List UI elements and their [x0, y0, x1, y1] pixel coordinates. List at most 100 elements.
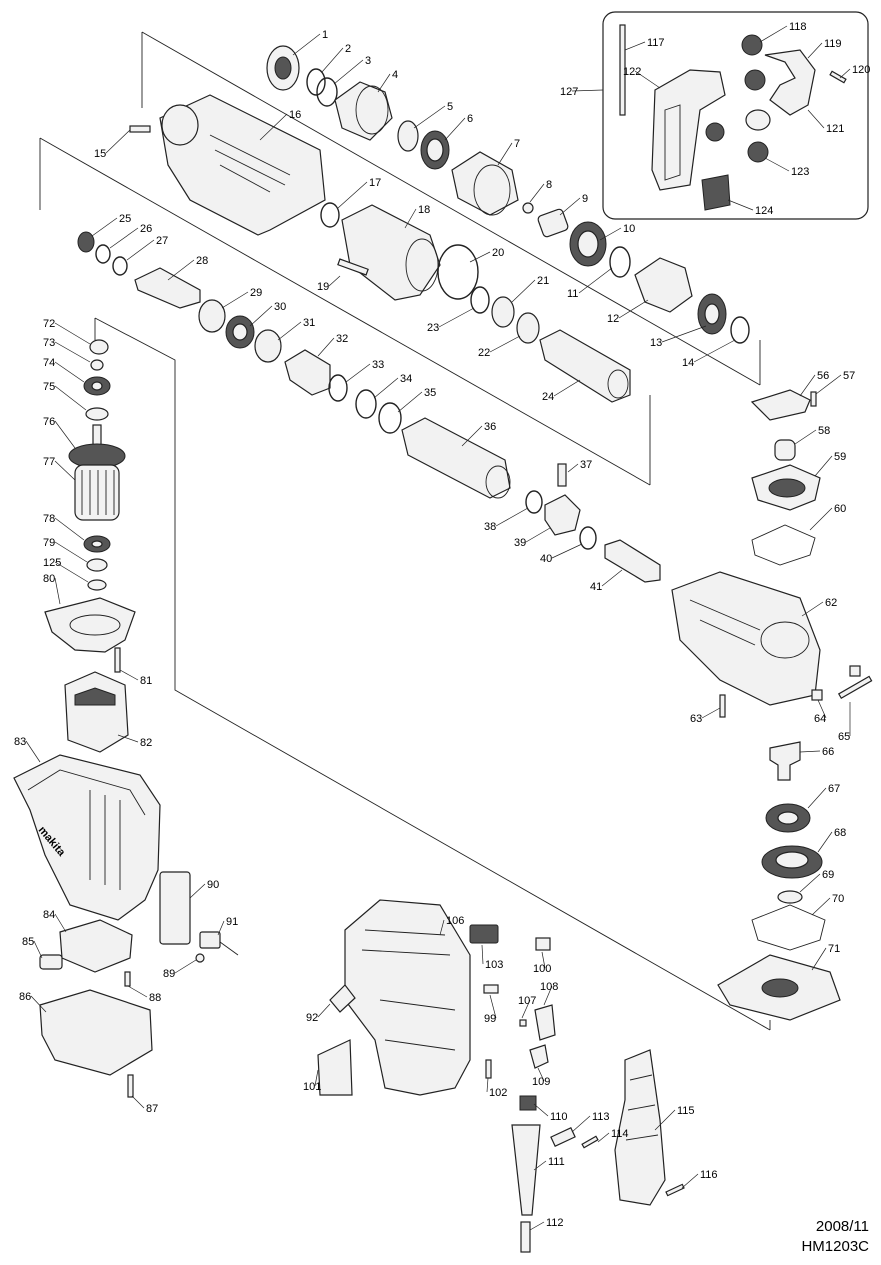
part-75-washer — [85, 407, 109, 421]
leader-line-6 — [444, 117, 466, 141]
leader-line-121 — [807, 109, 825, 129]
leader-line-37 — [567, 463, 579, 473]
leader-line-24 — [553, 379, 581, 397]
part-label-102: 102 — [489, 1087, 507, 1099]
part-label-40: 40 — [540, 553, 552, 565]
part-label-2: 2 — [345, 43, 351, 55]
leader-line-107 — [521, 999, 531, 1019]
part-69-washer — [777, 890, 803, 904]
part-label-16: 16 — [289, 109, 301, 121]
part-label-78: 78 — [43, 513, 55, 525]
part-number-labels: 1234567891011121314151617181920212223242… — [14, 21, 870, 1231]
leader-line-23 — [438, 307, 475, 328]
part-label-64: 64 — [814, 713, 826, 725]
leader-line-84 — [54, 913, 67, 933]
leader-line-33 — [345, 363, 371, 383]
part-label-100: 100 — [533, 963, 551, 975]
leader-line-88 — [127, 985, 148, 998]
part-label-25: 25 — [119, 213, 131, 225]
part-77-armature — [74, 464, 120, 521]
part-18-cylinder — [341, 204, 441, 301]
leader-line-91 — [217, 920, 225, 936]
leader-line-117 — [624, 41, 646, 51]
leader-line-28 — [167, 259, 195, 281]
part-label-17: 17 — [369, 177, 381, 189]
leader-line-18 — [404, 208, 417, 229]
part-57-screw — [810, 391, 817, 407]
part-label-30: 30 — [274, 301, 286, 313]
part-label-127: 127 — [560, 86, 578, 98]
part-31-ring — [254, 329, 282, 363]
connecting-rod-assembly — [525, 463, 661, 583]
leader-line-17 — [337, 181, 368, 209]
part-21-washer — [491, 296, 515, 328]
leader-line-83 — [25, 740, 41, 763]
leader-line-25 — [91, 217, 118, 237]
part-label-27: 27 — [156, 235, 168, 247]
leader-line-81 — [119, 669, 139, 681]
leader-line-127 — [571, 89, 604, 92]
leader-line-112 — [529, 1221, 545, 1231]
part-label-7: 7 — [514, 138, 520, 150]
part-2-ring — [306, 68, 326, 96]
part-115-grip — [614, 1049, 666, 1206]
leader-line-57 — [815, 374, 842, 395]
part-91-connector — [199, 931, 221, 949]
part-label-14: 14 — [682, 357, 694, 369]
part-label-85: 85 — [22, 936, 34, 948]
side-handle-assembly — [619, 24, 847, 211]
part-89-screw — [195, 953, 205, 963]
part-label-66: 66 — [822, 746, 834, 758]
part-123-nut — [747, 141, 769, 163]
leader-line-89 — [174, 959, 197, 974]
part-label-114: 114 — [611, 1128, 629, 1140]
part-label-22: 22 — [478, 347, 490, 359]
part-122-handle — [651, 69, 726, 191]
part-38-ring — [525, 490, 543, 514]
leader-line-34 — [373, 377, 399, 399]
part-label-68: 68 — [834, 827, 846, 839]
leader-line-76 — [54, 420, 76, 449]
part-label-37: 37 — [580, 459, 592, 471]
part-103-switch — [469, 924, 499, 944]
part-62-crank-housing — [671, 571, 821, 706]
switch-assembly — [39, 871, 239, 1098]
leader-line-7 — [497, 142, 513, 166]
part-label-122: 122 — [623, 66, 641, 78]
part-label-107: 107 — [518, 995, 536, 1007]
part-label-73: 73 — [43, 337, 55, 349]
part-label-62: 62 — [825, 597, 837, 609]
leader-line-19 — [328, 275, 341, 287]
model-number: HM1203C — [801, 1238, 869, 1255]
leader-line-78 — [54, 517, 85, 541]
motor-housing-83: makita — [13, 754, 161, 921]
leader-line-22 — [489, 335, 521, 353]
part-label-21: 21 — [537, 275, 549, 287]
leader-line-8 — [529, 183, 545, 203]
leader-line-29 — [221, 291, 249, 309]
part-label-15: 15 — [94, 148, 106, 160]
part-label-19: 19 — [317, 281, 329, 293]
part-label-8: 8 — [546, 179, 552, 191]
part-label-80: 80 — [43, 573, 55, 585]
leader-line-77 — [54, 460, 76, 481]
leader-line-4 — [377, 73, 391, 93]
part-label-69: 69 — [822, 869, 834, 881]
part-label-74: 74 — [43, 357, 55, 369]
part-label-125: 125 — [43, 557, 61, 569]
leader-line-39 — [525, 527, 551, 543]
leader-line-80 — [54, 577, 61, 605]
part-label-24: 24 — [542, 391, 554, 403]
part-106-handle-housing — [344, 899, 471, 1096]
part-119-clamp — [764, 49, 816, 116]
part-73-ring — [90, 359, 104, 371]
leader-line-92 — [317, 1003, 331, 1018]
leader-line-2 — [321, 47, 344, 73]
inset-box — [602, 11, 869, 220]
part-34-ring — [355, 389, 377, 419]
leader-line-125 — [54, 561, 89, 583]
armature-assembly — [44, 339, 136, 673]
part-label-59: 59 — [834, 451, 846, 463]
leader-line-32 — [317, 337, 335, 357]
leader-line-90 — [189, 883, 206, 899]
